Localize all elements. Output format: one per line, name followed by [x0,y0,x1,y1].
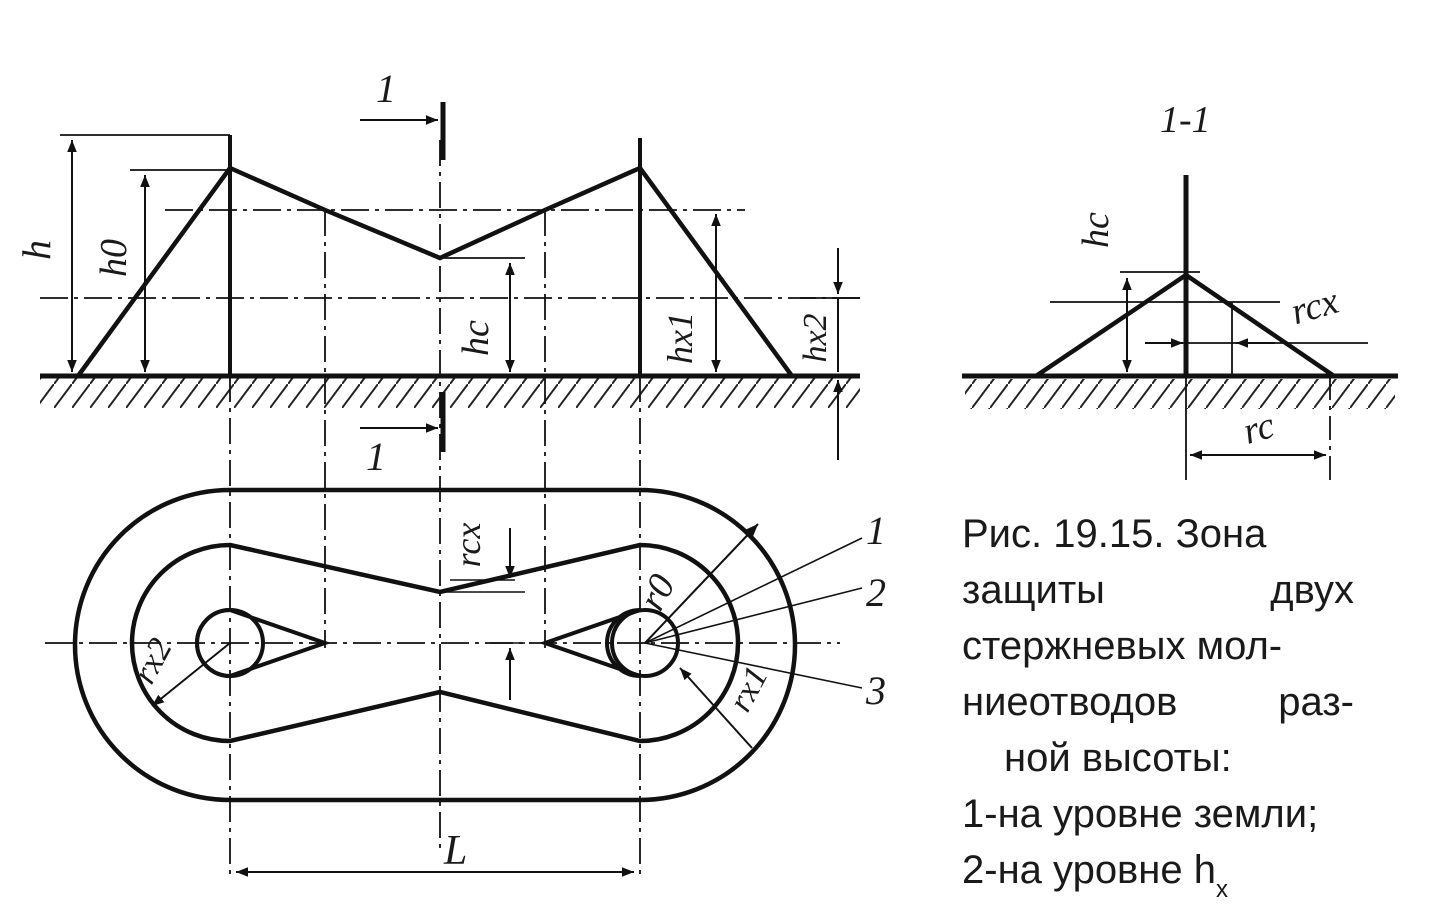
plan-view: rcx r0 rx1 rx2 L 1 2 3 [45,487,886,877]
mast-circle-right [610,608,680,678]
radius-arrows [151,523,759,749]
caption-line-5: ной высоты: [1004,736,1232,780]
section-ground-hatch [965,379,1395,409]
label-zone-2: 2 [866,570,886,615]
label-h0: h0 [93,239,135,277]
zone-hx-level-outline [129,542,741,744]
label-cut-bottom: 1 [366,434,386,479]
label-zone-1: 1 [866,508,886,553]
section-label-rc: rc [1238,404,1279,453]
section-dimension-arrows [1122,278,1326,460]
figure-caption: Рис. 19.15. Зона защиты двух стержневых … [962,506,1402,918]
caption-line-7-text: 2-на уровне h [962,848,1217,892]
section-label-hc: hc [1075,212,1117,248]
section-title: 1-1 [1160,99,1211,141]
projection-lines [229,140,641,880]
caption-line-4: ниеотводов раз- [962,674,1354,730]
caption-line-7-sub: x [1216,876,1229,903]
label-h: h [14,240,59,260]
section-label-rcx: rcx [1286,280,1343,333]
caption-line-4b: раз- [1278,680,1354,724]
label-hc: hc [455,320,497,356]
section-view: 1-1 hc rcx rc [962,99,1398,480]
elevation-view: h h0 hc hx1 hx2 1 1 [14,66,860,880]
caption-line-1: Рис. 19.15. Зона [962,512,1267,556]
caption-line-4a: ниеотводов [962,680,1178,724]
label-L: L [443,828,467,874]
caption-line-2b: двух [1270,568,1354,612]
caption-line-3: стержневых мол- [962,624,1283,668]
label-cut-top: 1 [376,66,396,111]
label-hx1: hx1 [660,312,700,364]
caption-line-6: 1-на уровне земли; [962,792,1319,836]
mast-circle-left [195,608,265,678]
label-rcx: rcx [448,523,488,568]
reference-lines [40,134,860,299]
section-reference-lines [1050,271,1368,480]
dimension-arrows [67,140,843,460]
ground-hatch [40,378,860,408]
caption-line-7: 2-на уровне hx [962,842,1402,918]
label-hx2: hx2 [797,313,834,362]
caption-line-2a: защиты [962,568,1105,612]
leader-lines [644,537,863,689]
caption-line-2: защиты двух [962,562,1354,618]
zone-ground-level-outline [72,487,798,803]
label-zone-3: 3 [865,668,886,713]
